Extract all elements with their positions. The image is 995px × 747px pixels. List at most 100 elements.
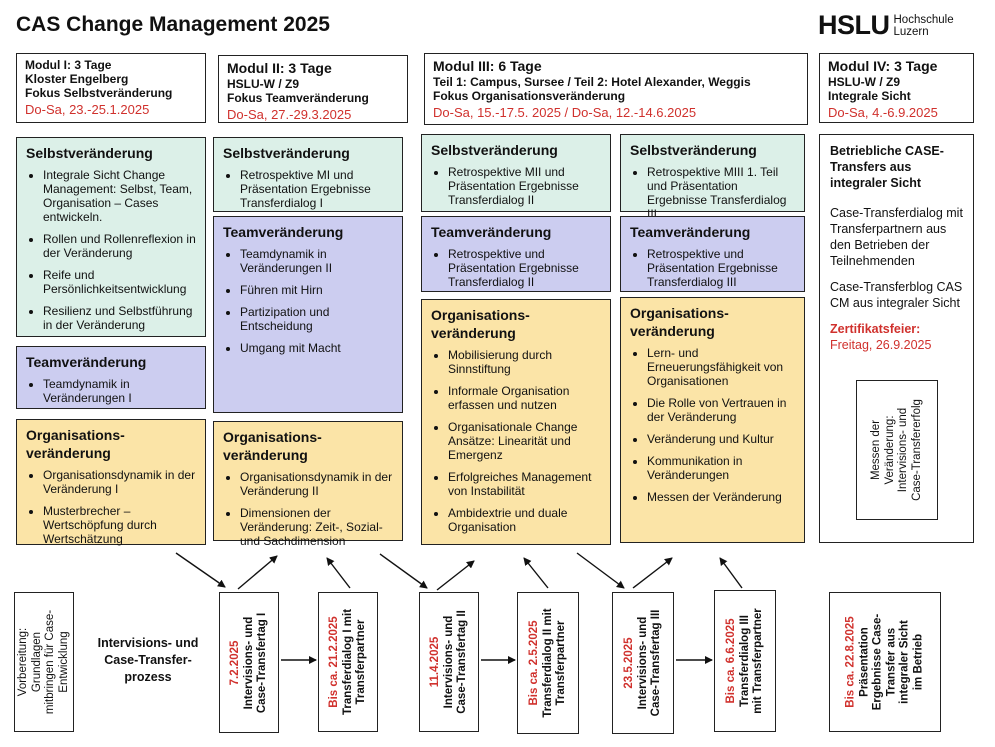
module-1-line: Fokus Selbstveränderung — [25, 86, 173, 100]
list-item: Erfolgreiches Management von Instabilitä… — [448, 470, 601, 498]
module-4-line: HSLU-W / Z9 — [828, 75, 900, 89]
module-3-date: Do-Sa, 15.-17.5. 2025 / Do-Sa, 12.-14.6.… — [433, 105, 697, 120]
flow-arrow — [379, 553, 428, 589]
list-item: Retrospektive MII und Präsentation Ergeb… — [448, 165, 601, 207]
section-title: Organisations-veränderung — [630, 305, 729, 339]
col5-transfer-box: Betriebliche CASE-Transfers aus integral… — [819, 134, 974, 543]
zertifikat-label: Zertifikatsfeier: — [830, 322, 921, 336]
col1-selbst-box: Selbstveränderung Integrale Sicht Change… — [16, 137, 206, 337]
list-item: Umgang mit Macht — [240, 341, 393, 355]
module-4-date: Do-Sa, 4.-6.9.2025 — [828, 105, 938, 120]
col2-org-box: Organisations-veränderung Organisationsd… — [213, 421, 403, 548]
process-step-box: Bis ca. 6.6.2025 Transferdialog III mit … — [714, 590, 776, 732]
list-item: Musterbrecher – Wertschöpfung durch Wert… — [43, 504, 196, 546]
flow-arrow — [237, 555, 278, 590]
flow-arrow — [719, 557, 743, 589]
list-item: Organisationsdynamik in der Veränderung … — [240, 470, 393, 498]
col4-org-box: Organisations-veränderung Lern- und Erne… — [620, 297, 805, 543]
list-item: Ambidextrie und duale Organisation — [448, 506, 601, 534]
zertifikat-date: Freitag, 26.9.2025 — [830, 338, 932, 352]
page-title: CAS Change Management 2025 — [16, 13, 330, 36]
module-4-heading: Modul IV: 3 Tage — [828, 58, 938, 74]
flow-arrow — [326, 557, 351, 589]
list-item: Lern- und Erneuerungsfähigkeit von Organ… — [647, 346, 795, 388]
list-item: Organisationale Change Ansätze: Linearit… — [448, 420, 601, 462]
list-item: Rollen und Rollenreflexion in der Veränd… — [43, 232, 196, 260]
section-title: Teamveränderung — [223, 224, 344, 240]
vorbereitung-box: Vorbereitung: Grundlagen mitbringen für … — [14, 592, 74, 732]
module-2-box: Modul II: 3 Tage HSLU-W / Z9 Fokus Teamv… — [218, 55, 408, 123]
col3-team-box: Teamveränderung Retrospektive und Präsen… — [421, 216, 611, 292]
flow-arrow — [523, 557, 549, 589]
col3-org-box: Organisations-veränderung Mobilisierung … — [421, 299, 611, 545]
module-1-line: Kloster Engelberg — [25, 72, 129, 86]
section-title: Teamveränderung — [630, 224, 751, 240]
col2-selbst-box: Selbstveränderung Retrospektive MI und P… — [213, 137, 403, 212]
col4-team-box: Teamveränderung Retrospektive und Präsen… — [620, 216, 805, 292]
module-1-heading: Modul I: 3 Tage — [25, 58, 112, 72]
col5-paragraph: Case-Transferdialog mit Transferpartnern… — [830, 206, 963, 268]
module-2-date: Do-Sa, 27.-29.3.2025 — [227, 107, 352, 122]
list-item: Integrale Sicht Change Management: Selbs… — [43, 168, 196, 224]
col1-org-box: Organisations-veränderung Organisationsd… — [16, 419, 206, 546]
list-item: Kommunikation in Veränderungen — [647, 454, 795, 482]
list-item: Retrospektive und Präsentation Ergebniss… — [448, 247, 601, 289]
col5-title: Betriebliche CASE-Transfers aus integral… — [830, 144, 944, 190]
list-item: Retrospektive MI und Präsentation Ergebn… — [240, 168, 393, 210]
flow-arrow — [632, 557, 673, 589]
process-step-box: 23.5.2025 Intervisions- und Case-Transfe… — [612, 592, 674, 734]
module-1-box: Modul I: 3 Tage Kloster Engelberg Fokus … — [16, 53, 206, 123]
process-label: Intervisions- und Case-Transfer-prozess — [97, 636, 199, 684]
list-item: Retrospektive MIII 1. Teil und Präsentat… — [647, 165, 795, 221]
process-step-box: Bis ca. 21.2.2025 Transferdialog I mit T… — [318, 592, 378, 732]
module-4-box: Modul IV: 3 Tage HSLU-W / Z9 Integrale S… — [819, 53, 974, 123]
list-item: Teamdynamik in Veränderungen II — [240, 247, 393, 275]
module-3-line: Fokus Organisationsveränderung — [433, 89, 626, 103]
module-3-box: Modul III: 6 Tage Teil 1: Campus, Sursee… — [424, 53, 808, 125]
col4-selbst-box: Selbstveränderung Retrospektive MIII 1. … — [620, 134, 805, 221]
section-title: Organisations-veränderung — [223, 429, 322, 463]
list-item: Messen der Veränderung — [647, 490, 795, 504]
list-item: Teamdynamik in Veränderungen I — [43, 377, 196, 405]
module-2-line: HSLU-W / Z9 — [227, 77, 299, 91]
col5-paragraph: Case-Transferblog CAS CM aus integraler … — [830, 280, 963, 310]
process-step-box: Bis ca. 2.5.2025 Transferdialog II mit T… — [517, 592, 579, 734]
final-presentation-box: Bis ca. 22.8.2025 Präsentation Ergebniss… — [829, 592, 941, 732]
section-title: Organisations-veränderung — [26, 427, 125, 461]
module-3-line: Teil 1: Campus, Sursee / Teil 2: Hotel A… — [433, 75, 751, 89]
list-item: Führen mit Hirn — [240, 283, 393, 297]
flow-arrow — [576, 552, 625, 589]
module-3-heading: Modul III: 6 Tage — [433, 58, 542, 74]
process-step-box: 11.4.2025 Intervisions- und Case-Transfe… — [419, 592, 479, 732]
section-title: Organisations-veränderung — [431, 307, 530, 341]
col2-team-box: Teamveränderung Teamdynamik in Veränderu… — [213, 216, 403, 413]
list-item: Veränderung und Kultur — [647, 432, 795, 446]
list-item: Organisationsdynamik in der Veränderung … — [43, 468, 196, 496]
list-item: Resilienz und Selbstführung in der Verän… — [43, 304, 196, 332]
section-title: Selbstveränderung — [431, 142, 558, 158]
flow-arrow — [436, 560, 475, 591]
logo-main: HSLU — [818, 10, 890, 40]
section-title: Teamveränderung — [431, 224, 552, 240]
list-item: Mobilisierung durch Sinnstiftung — [448, 348, 601, 376]
section-title: Teamveränderung — [26, 354, 147, 370]
module-4-line: Integrale Sicht — [828, 89, 911, 103]
col3-selbst-box: Selbstveränderung Retrospektive MII und … — [421, 134, 611, 212]
process-step-box: 7.2.2025 Intervisions- und Case-Transfer… — [219, 592, 279, 733]
section-title: Selbstveränderung — [223, 145, 350, 161]
section-title: Selbstveränderung — [630, 142, 757, 158]
flow-arrow — [175, 552, 226, 588]
col1-team-box: Teamveränderung Teamdynamik in Veränderu… — [16, 346, 206, 409]
list-item: Dimensionen der Veränderung: Zeit-, Sozi… — [240, 506, 393, 548]
list-item: Retrospektive und Präsentation Ergebniss… — [647, 247, 795, 289]
measure-box: Messen der Veränderung: Intervisions- un… — [856, 380, 938, 520]
module-2-heading: Modul II: 3 Tage — [227, 60, 332, 76]
hslu-logo: HSLU Hochschule Luzern — [818, 12, 954, 39]
logo-sub: Hochschule Luzern — [893, 13, 954, 38]
section-title: Selbstveränderung — [26, 145, 153, 161]
list-item: Partizipation und Entscheidung — [240, 305, 393, 333]
list-item: Informale Organisation erfassen und nutz… — [448, 384, 601, 412]
list-item: Die Rolle von Vertrauen in der Veränderu… — [647, 396, 795, 424]
module-1-date: Do-Sa, 23.-25.1.2025 — [25, 102, 150, 117]
